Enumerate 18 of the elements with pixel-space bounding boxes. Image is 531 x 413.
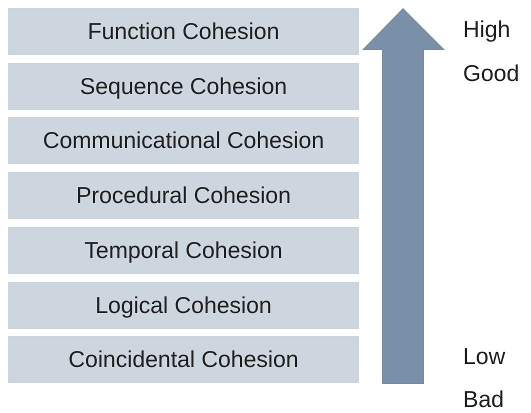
level-label: Function Cohesion (88, 18, 280, 45)
scale-label: Good (463, 60, 520, 87)
level-box (8, 336, 359, 383)
level-box (8, 227, 359, 274)
level-box (8, 63, 359, 110)
level-label: Logical Cohesion (95, 292, 272, 319)
level-box (8, 8, 359, 55)
level-label: Temporal Cohesion (84, 237, 283, 264)
level-label: Procedural Cohesion (76, 182, 291, 209)
level-label: Coincidental Cohesion (68, 346, 299, 373)
level-box (8, 172, 359, 219)
level-box (8, 282, 359, 329)
scale-label: Low (463, 343, 506, 370)
level-box (8, 117, 359, 164)
scale-label: High (463, 16, 510, 43)
scale-label: Bad (463, 386, 504, 413)
level-label: Communicational Cohesion (42, 127, 324, 154)
level-label: Sequence Cohesion (80, 73, 288, 100)
